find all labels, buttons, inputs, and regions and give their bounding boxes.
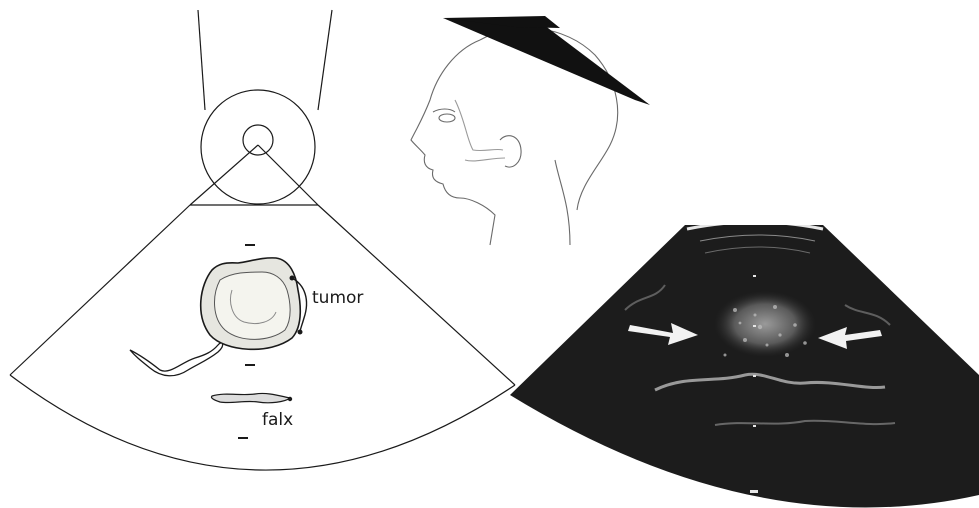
falx-drawing <box>211 393 290 402</box>
ultrasound-image <box>505 215 979 508</box>
eye-brow <box>433 109 455 112</box>
ultrasound-svg <box>505 215 979 508</box>
scan-plane-wedge <box>443 18 650 105</box>
face-profile <box>411 40 495 245</box>
tumor-drawing <box>201 258 307 349</box>
transducer-icon <box>243 125 273 155</box>
tumor-label: tumor <box>312 288 363 308</box>
sector-beam-left <box>190 145 258 205</box>
falx-label: falx <box>262 410 293 430</box>
transducer-outer-circle <box>201 90 315 204</box>
eye <box>439 114 455 122</box>
transducer-arm-left <box>198 10 205 110</box>
tumor-echo <box>680 280 850 390</box>
ear <box>500 136 521 167</box>
sector-edge-left <box>10 205 190 375</box>
falx-marker <box>288 397 292 401</box>
transducer-arm-right <box>318 10 332 110</box>
head-svg <box>395 0 665 250</box>
head-illustration <box>395 0 665 250</box>
ventricle-outline <box>130 343 223 376</box>
